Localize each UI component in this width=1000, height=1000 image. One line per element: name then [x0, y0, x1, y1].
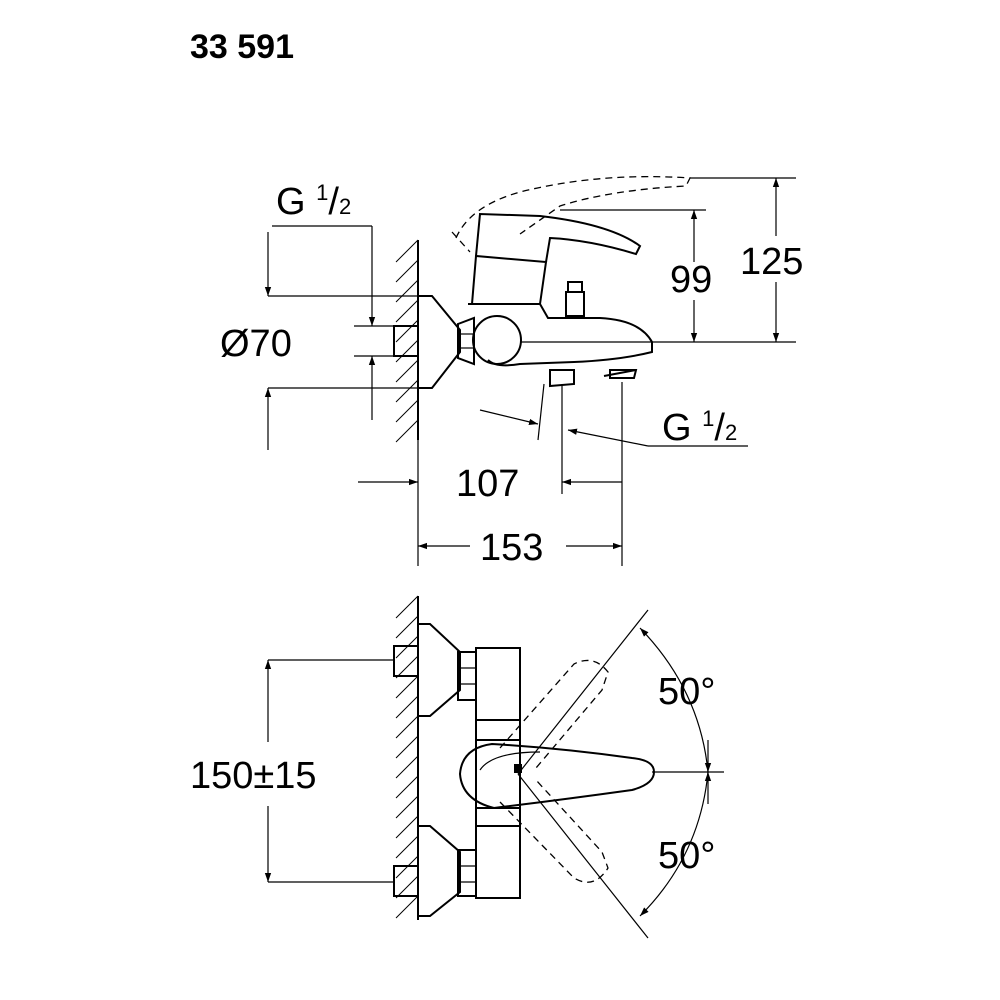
height-lever-label: 99 [670, 259, 712, 301]
inlet-thread-base: G [276, 181, 316, 223]
centers-label: 150±15 [190, 755, 317, 797]
angle-lower-label: 50° [658, 835, 715, 877]
diameter-label: Ø70 [220, 323, 292, 365]
outlet-thread-den: 2 [725, 420, 737, 445]
angle-upper-label: 50° [658, 671, 715, 713]
inlet-thread-label: G 1/2 [276, 180, 351, 223]
height-total-label: 125 [740, 241, 803, 283]
wall-hatch-upper [395, 239, 419, 443]
outlet-thread-label: G 1/2 [662, 406, 737, 449]
wall-hatch-lower [395, 595, 419, 919]
projection-total-label: 153 [480, 527, 543, 569]
inlet-thread-slash: / [328, 181, 339, 223]
inlet-thread-num: 1 [316, 180, 328, 205]
product-code: 33 591 [190, 28, 294, 66]
outlet-thread-slash: / [714, 407, 725, 449]
top-view: 50° 50° 150±15 [190, 595, 724, 939]
outlet-thread-num: 1 [702, 406, 714, 431]
side-view: Ø70 G 1/2 99 125 G 1/2 107 153 [220, 175, 803, 569]
projection-outlet-label: 107 [456, 463, 519, 505]
inlet-thread-den: 2 [339, 194, 351, 219]
outlet-thread-base: G [662, 407, 702, 449]
